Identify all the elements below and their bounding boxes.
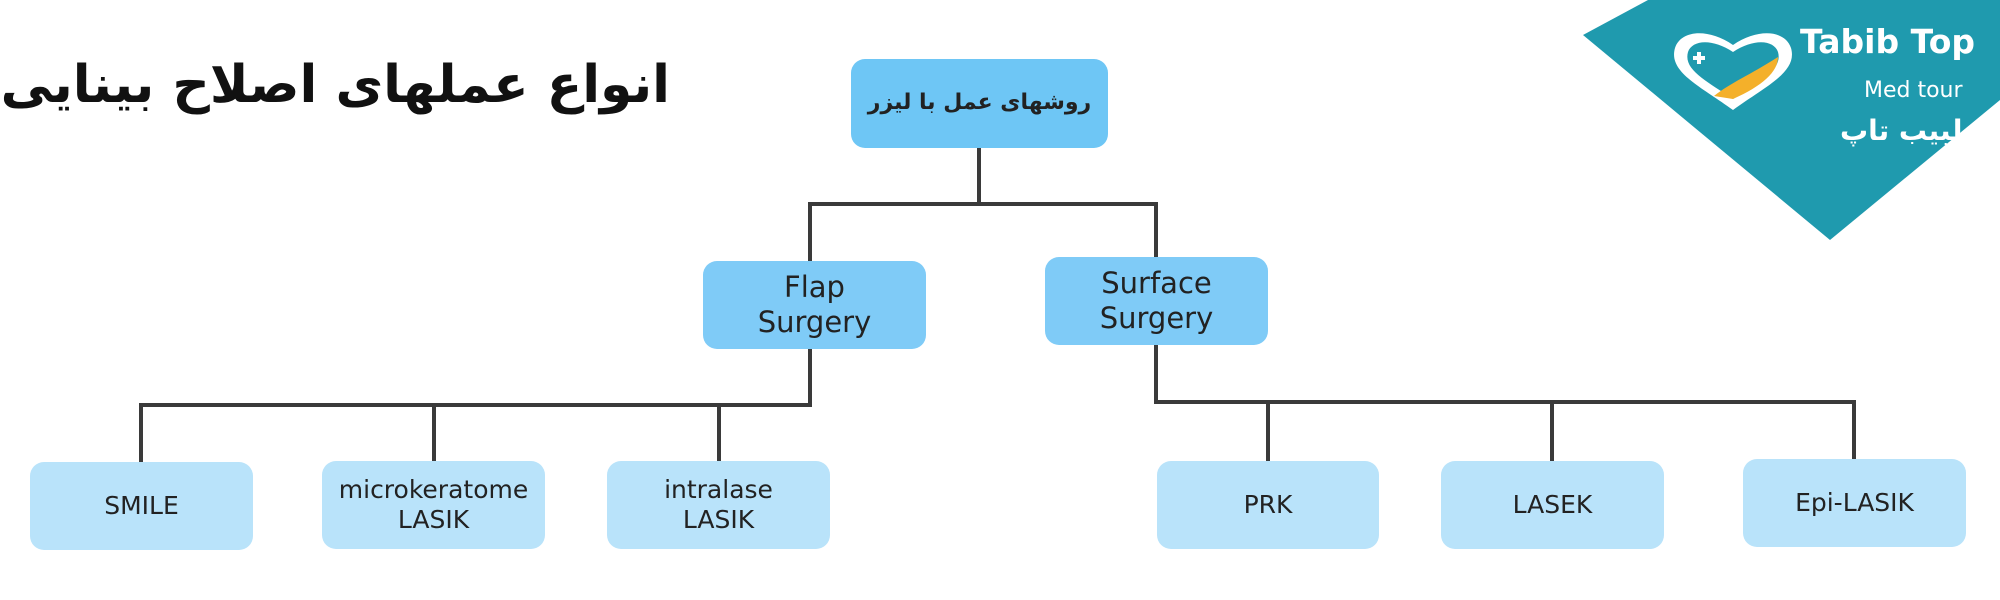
node-root-label: روشهای عمل با لیزر <box>867 90 1092 116</box>
logo-brand-name: Tabib Top <box>1800 22 1975 61</box>
node-epi-lasik: Epi-LASIK <box>1743 459 1966 547</box>
node-microkeratome-line2: LASIK <box>397 505 470 534</box>
node-smile-label: SMILE <box>104 491 179 520</box>
node-intralase-lasik: intralase LASIK <box>607 461 830 549</box>
node-prk: PRK <box>1157 461 1379 549</box>
node-flap-surgery: Flap Surgery <box>703 261 926 349</box>
node-smile: SMILE <box>30 462 253 550</box>
node-lasek: LASEK <box>1441 461 1664 549</box>
logo-subtitle: Med tour <box>1864 78 1963 103</box>
node-lasek-label: LASEK <box>1512 490 1593 519</box>
node-surface-surgery: Surface Surgery <box>1045 257 1268 345</box>
heart-icon <box>1674 33 1792 111</box>
node-microkeratome-line1: microkeratome <box>338 475 529 504</box>
diagram-title: انواع عملهای اصلاح بینایی <box>0 55 670 115</box>
node-surface-line1: Surface <box>1101 266 1212 301</box>
node-root-laser-methods: روشهای عمل با لیزر <box>851 59 1108 148</box>
node-prk-label: PRK <box>1243 490 1293 519</box>
node-flap-line1: Flap <box>784 270 845 305</box>
node-epi-lasik-label: Epi-LASIK <box>1795 488 1914 517</box>
node-surface-line2: Surgery <box>1099 301 1214 335</box>
node-flap-line2: Surgery <box>757 305 872 339</box>
node-intralase-line1: intralase <box>664 475 773 504</box>
logo-persian-name: طبیب تاپ <box>1840 114 1978 147</box>
node-microkeratome-lasik: microkeratome LASIK <box>322 461 545 549</box>
node-intralase-line2: LASIK <box>682 505 755 534</box>
